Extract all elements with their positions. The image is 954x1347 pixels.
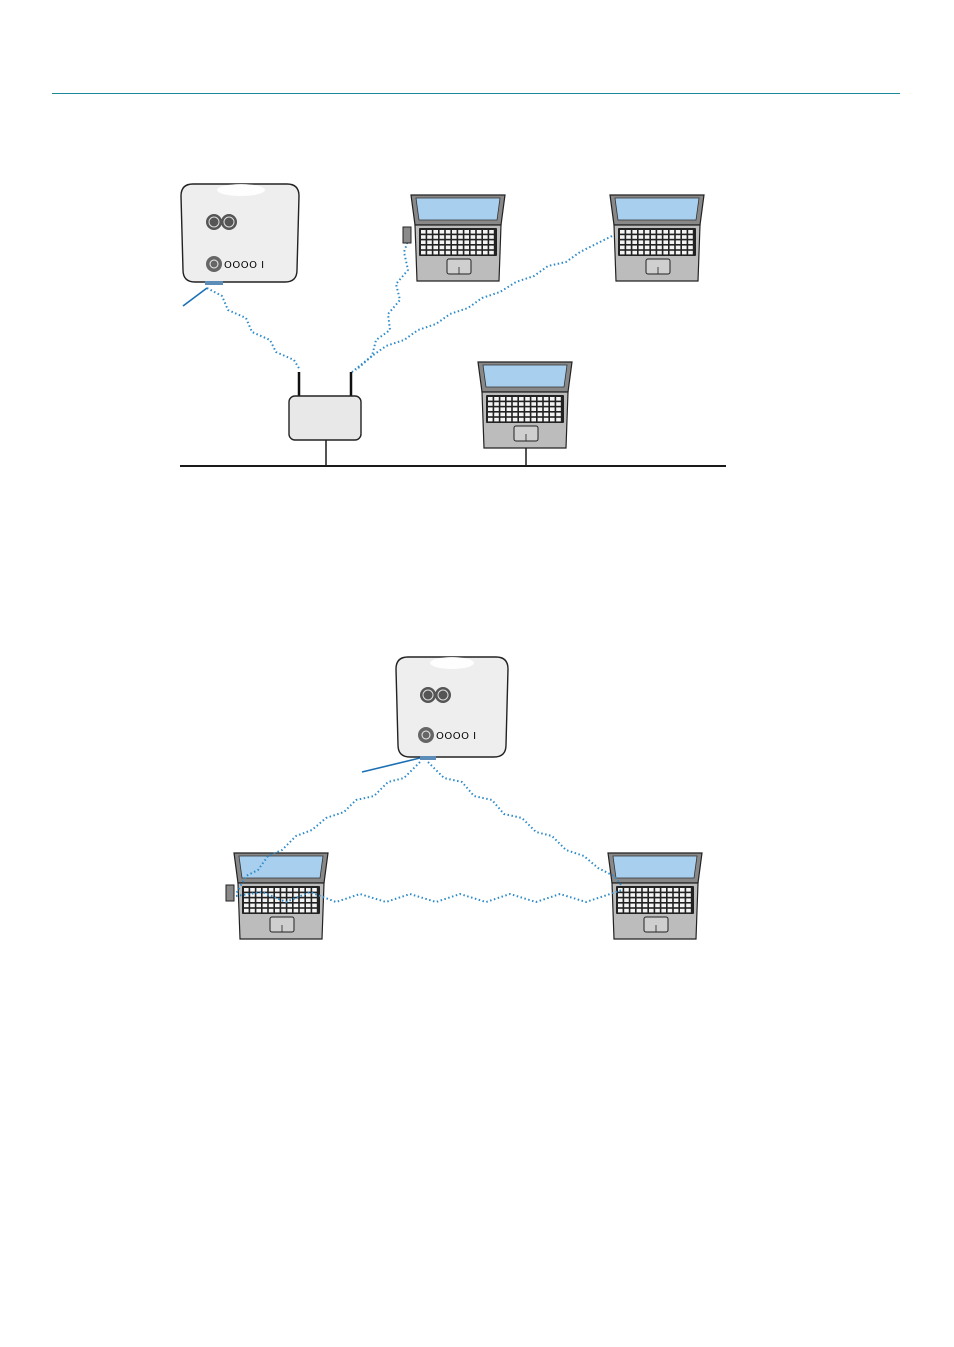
laptop-screen — [416, 198, 500, 220]
projector-indicator-label: OOOO I — [224, 260, 265, 271]
adhoc-diagram: OOOO I — [0, 645, 954, 945]
wireless-link-laptop-card-ap — [352, 235, 410, 372]
access-point — [289, 372, 361, 440]
control-pad-icon — [418, 727, 434, 743]
laptop-screen — [615, 198, 699, 220]
laptop-screen — [613, 856, 697, 878]
laptop-wireless — [608, 853, 702, 939]
laptop-wireless — [610, 195, 704, 281]
projector: OOOO I — [181, 184, 299, 285]
infrastructure-diagram: OOOO I — [0, 170, 954, 480]
laptop-screen — [239, 856, 323, 878]
wireless-lan-unit-pointer — [183, 288, 207, 306]
wireless-card — [226, 885, 234, 901]
header-rule — [52, 93, 900, 94]
laptop-with-wireless-card — [403, 195, 505, 281]
laptop-wired — [478, 362, 572, 448]
wireless-card — [403, 227, 411, 243]
projector-indicator-label: OOOO I — [436, 731, 477, 742]
wireless-lan-unit-pointer — [362, 758, 420, 772]
lan-cable — [180, 440, 726, 466]
wireless-link-projector-laptop-right — [428, 762, 622, 886]
laptop-screen — [483, 365, 567, 387]
wireless-link-projector-ap — [207, 288, 300, 370]
control-pad-icon — [206, 256, 222, 272]
projector: OOOO I — [396, 657, 508, 760]
